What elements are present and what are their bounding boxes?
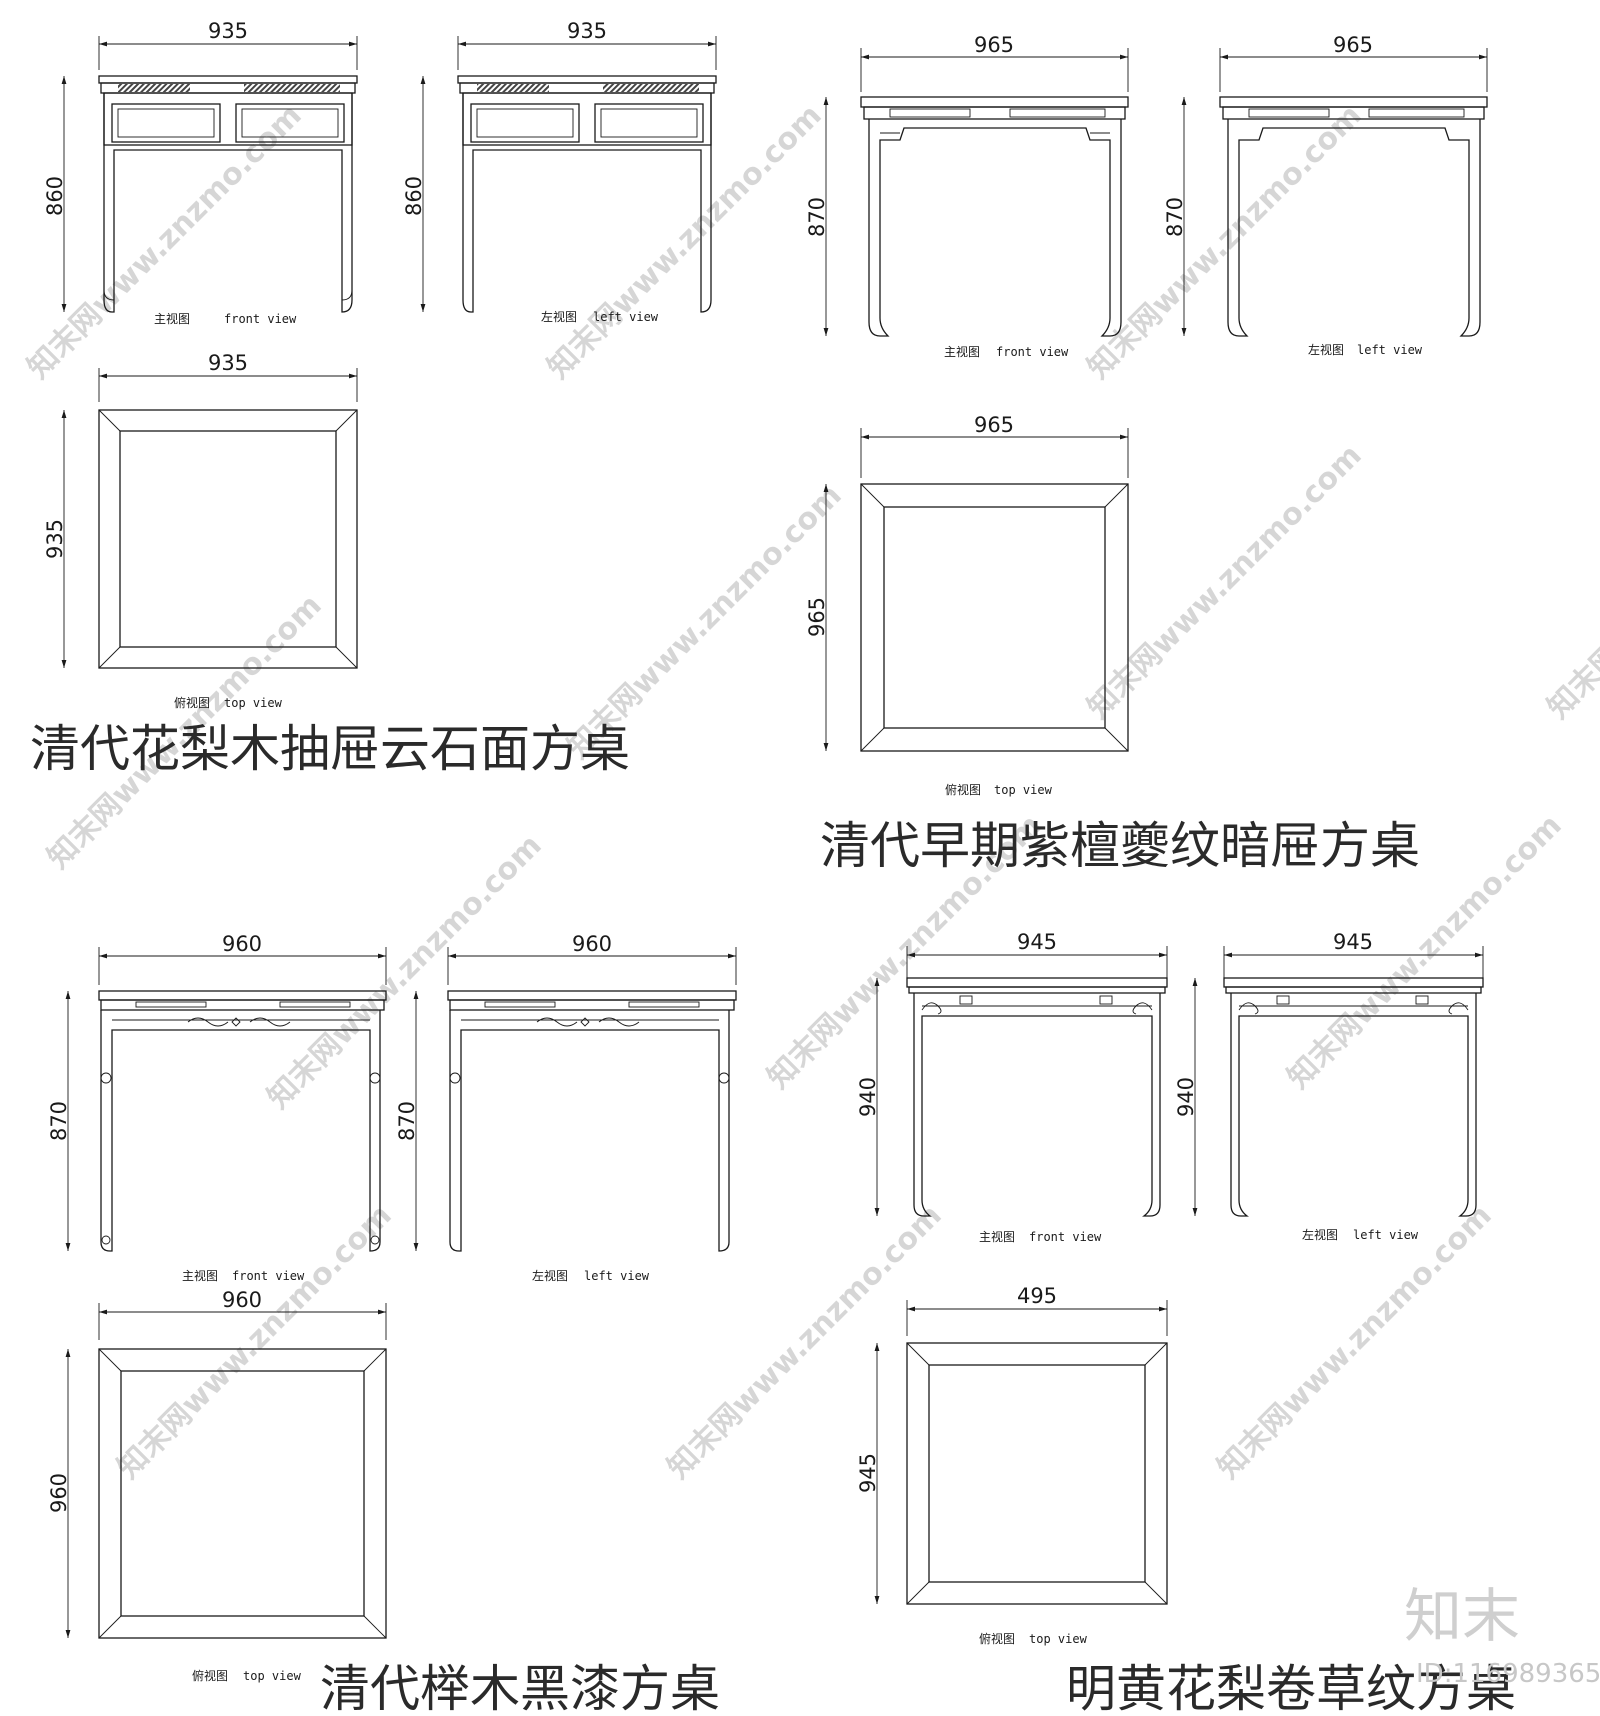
watermark-text: 知末网www.znzmo.com	[661, 1198, 949, 1486]
brand-logo-text: 知末	[1404, 1582, 1520, 1650]
t2-top-view-drawing	[860, 483, 1129, 752]
t3-title: 清代榉木黑漆方桌	[320, 1660, 720, 1716]
t1-left-height-label: 860	[402, 176, 426, 216]
t1-top-depth-label: 935	[43, 519, 67, 559]
t4-top-caption-cn: 俯视图	[979, 1631, 1015, 1646]
t2-top-caption-en: top view	[994, 783, 1053, 797]
t1-top-width-label: 935	[208, 351, 248, 375]
t4-top-depth-label: 945	[856, 1453, 880, 1493]
t4-front-caption-en: front view	[1029, 1230, 1102, 1244]
t1-front-caption-cn: 主视图	[154, 311, 190, 326]
t3-left-width-label: 960	[572, 932, 612, 956]
image-id-label: ID:1169893659	[1416, 1659, 1600, 1689]
t2-left-view-drawing	[1219, 96, 1488, 337]
t2-top-caption-cn: 俯视图	[945, 782, 981, 797]
t1-front-caption-en: front view	[224, 312, 297, 326]
t1-left-caption-cn: 左视图	[541, 309, 577, 324]
t3-front-width-label: 960	[222, 932, 262, 956]
t1-top-caption-cn: 俯视图	[174, 695, 210, 710]
t3-top-width-label: 960	[222, 1288, 262, 1312]
t1-front-view-drawing	[98, 75, 358, 313]
t2-left-caption-en: left view	[1357, 343, 1423, 357]
t4-left-caption-en: left view	[1353, 1228, 1419, 1242]
t2-left-width-label: 965	[1333, 33, 1373, 57]
t4-left-caption-cn: 左视图	[1302, 1227, 1338, 1242]
watermark-text: 知末网www.znzmo.com	[111, 1198, 399, 1486]
t4-left-width-label: 945	[1333, 930, 1373, 954]
t4-left-height-label: 940	[1174, 1077, 1198, 1117]
t3-front-caption-en: front view	[232, 1269, 305, 1283]
t3-top-view-drawing	[98, 1348, 387, 1639]
t1-left-width-label: 935	[567, 19, 607, 43]
t4-front-height-label: 940	[856, 1077, 880, 1117]
t4-front-view-drawing	[906, 977, 1168, 1217]
t1-left-caption-en: left view	[593, 310, 659, 324]
t3-left-caption-en: left view	[584, 1269, 650, 1283]
t3-left-height-label: 870	[395, 1101, 419, 1141]
watermark-text: 知末网www.znzmo.com	[1081, 438, 1369, 726]
t4-top-view-drawing	[906, 1342, 1168, 1605]
t2-left-caption-cn: 左视图	[1308, 342, 1344, 357]
t2-title: 清代早期紫檀夔纹暗屉方桌	[820, 817, 1420, 875]
t4-front-width-label: 945	[1017, 930, 1057, 954]
table-4-group: 945 940 主视图 front view 945 940 左	[856, 930, 1516, 1716]
t3-left-caption-cn: 左视图	[532, 1268, 568, 1283]
watermark-text: 知末网www.znzmo.com	[1541, 438, 1600, 726]
t1-title: 清代花梨木抽屉云石面方桌	[30, 720, 630, 778]
t3-front-caption-cn: 主视图	[182, 1268, 218, 1283]
t1-top-view-drawing	[98, 409, 358, 669]
table-3-group: 960 870 主视图 front view 960 870	[47, 932, 737, 1716]
t1-front-height-label: 860	[43, 176, 67, 216]
t3-top-caption-cn: 俯视图	[192, 1668, 228, 1683]
t3-top-depth-label: 960	[47, 1473, 71, 1513]
table-2-group: 965 870 主视图 front view 965 870 左视图 left …	[805, 33, 1488, 875]
watermark-text: 知末网www.znzmo.com	[541, 98, 829, 386]
t4-left-view-drawing	[1223, 977, 1484, 1217]
t2-top-depth-label: 965	[805, 597, 829, 637]
watermark-text: 知末网www.znzmo.com	[261, 828, 549, 1116]
t2-front-height-label: 870	[805, 197, 829, 237]
t3-front-height-label: 870	[47, 1101, 71, 1141]
t1-top-caption-en: top view	[224, 696, 283, 710]
t2-top-width-label: 965	[974, 413, 1014, 437]
t1-front-width-label: 935	[208, 19, 248, 43]
t4-title: 明黄花梨卷草纹方桌	[1066, 1660, 1516, 1716]
t4-top-width-label: 495	[1017, 1284, 1057, 1308]
t3-top-caption-en: top view	[243, 1669, 302, 1683]
t2-left-height-label: 870	[1163, 197, 1187, 237]
table-1-group: 935 860 主视图 front view 935 860	[30, 19, 717, 778]
t2-front-view-drawing	[860, 96, 1129, 337]
t4-front-caption-cn: 主视图	[979, 1229, 1015, 1244]
t3-left-view-drawing	[447, 990, 737, 1252]
t2-front-caption-cn: 主视图	[944, 344, 980, 359]
t2-front-caption-en: front view	[996, 345, 1069, 359]
t2-front-width-label: 965	[974, 33, 1014, 57]
t3-front-view-drawing	[98, 990, 387, 1252]
t1-left-view-drawing	[457, 75, 717, 313]
t4-top-caption-en: top view	[1029, 1632, 1088, 1646]
